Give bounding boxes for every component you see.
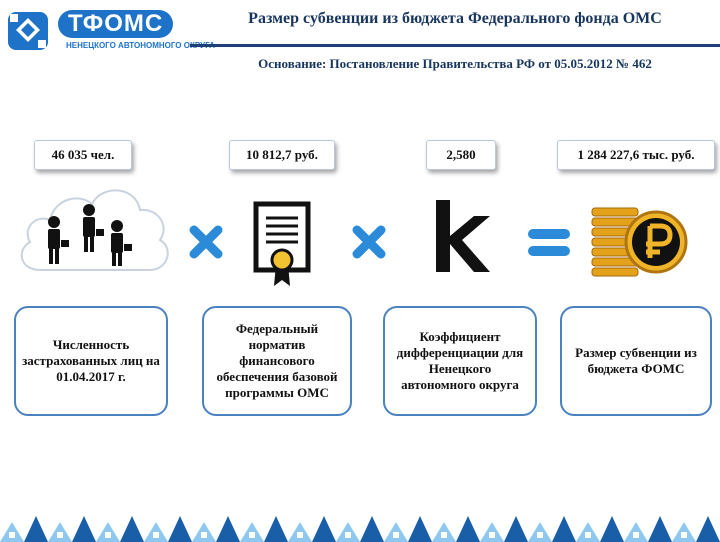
logo-text: ТФОМС [58, 10, 174, 38]
logo-subtitle: НЕНЕЦКОГО АВТОНОМНОГО ОКРУГА [66, 41, 215, 50]
title-divider [190, 44, 720, 47]
multiply-icon [189, 225, 223, 259]
k-letter-icon [436, 200, 490, 272]
ruble-coins-icon [591, 207, 688, 277]
people-cloud-icon [20, 189, 169, 271]
multiply-icon [352, 225, 386, 259]
footer-ornament [0, 508, 720, 542]
federal-norm-value: 10 812,7 руб. [229, 140, 335, 170]
page-title: Размер субвенции из бюджета Федерального… [248, 10, 662, 27]
federal-norm-label: Федеральный норматив финансового обеспеч… [202, 306, 352, 416]
page-subtitle: Основание: Постановление Правительства Р… [258, 56, 652, 71]
subvention-label: Размер субвенции из бюджета ФОМС [560, 306, 712, 416]
certificate-icon [253, 201, 311, 286]
insured-count-label: Численность застрахованных лиц на 01.04.… [14, 306, 168, 416]
equals-icon [528, 229, 570, 256]
insured-count-value: 46 035 чел. [34, 140, 132, 170]
coefficient-label: Коэффициент дифференциации для Ненецкого… [383, 306, 537, 416]
subvention-value: 1 284 227,6 тыс. руб. [557, 140, 715, 170]
logo-emblem-icon [8, 12, 48, 50]
coefficient-value: 2,580 [426, 140, 496, 170]
tfoms-logo: ТФОМС НЕНЕЦКОГО АВТОНОМНОГО ОКРУГА [6, 8, 215, 54]
